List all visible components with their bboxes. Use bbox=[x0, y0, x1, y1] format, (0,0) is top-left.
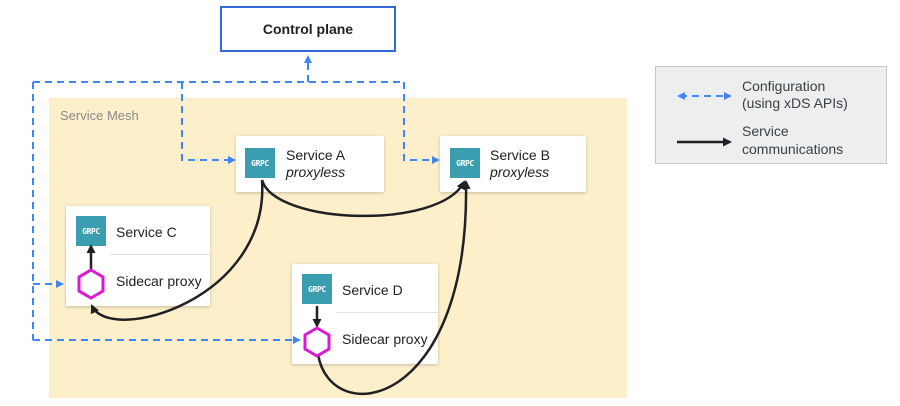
legend-configuration-line1: Configuration bbox=[742, 78, 826, 94]
service-b-mode: proxyless bbox=[490, 164, 550, 180]
legend-config-sample-start bbox=[677, 92, 685, 100]
legend-service-line2: communications bbox=[742, 141, 844, 157]
service-a-name: Service A bbox=[286, 147, 346, 163]
service-d-divider bbox=[336, 312, 438, 313]
comm-d-to-b bbox=[316, 180, 471, 396]
grpc-icon-text: GRPC bbox=[82, 226, 100, 236]
grpc-icon: GRPC bbox=[245, 148, 275, 178]
legend: Configuration (using xDS APIs) Service c… bbox=[655, 66, 887, 164]
service-d-proxy-label: Sidecar proxy bbox=[342, 331, 428, 347]
grpc-icon-text: GRPC bbox=[251, 158, 269, 168]
grpc-icon: GRPC bbox=[76, 216, 106, 246]
grpc-icon-text: GRPC bbox=[308, 284, 326, 294]
service-d-name: Service D bbox=[342, 282, 403, 298]
service-a-card: GRPC Service A proxyless bbox=[236, 136, 384, 192]
service-c-proxy-label: Sidecar proxy bbox=[116, 273, 202, 289]
grpc-icon-text: GRPC bbox=[456, 158, 474, 168]
service-mesh-label: Service Mesh bbox=[60, 108, 139, 123]
comm-a-to-c bbox=[90, 179, 264, 321]
service-d-proxy-hexagon-icon bbox=[303, 326, 331, 358]
service-c-proxy-hexagon-icon bbox=[77, 268, 105, 300]
config-line-to-b bbox=[403, 82, 440, 164]
service-a-mode: proxyless bbox=[286, 164, 346, 180]
legend-configuration-line2: (using xDS APIs) bbox=[742, 95, 848, 111]
grpc-icon: GRPC bbox=[302, 274, 332, 304]
config-line-to-a bbox=[181, 82, 236, 164]
control-plane-box: Control plane bbox=[220, 6, 396, 52]
service-c-divider bbox=[110, 254, 210, 255]
legend-service-line1: Service bbox=[742, 123, 789, 139]
service-c-name: Service C bbox=[116, 224, 177, 240]
grpc-icon: GRPC bbox=[450, 148, 480, 178]
control-plane-label: Control plane bbox=[262, 21, 354, 37]
comm-a-to-b bbox=[260, 179, 466, 218]
service-b-name: Service B bbox=[490, 147, 550, 163]
